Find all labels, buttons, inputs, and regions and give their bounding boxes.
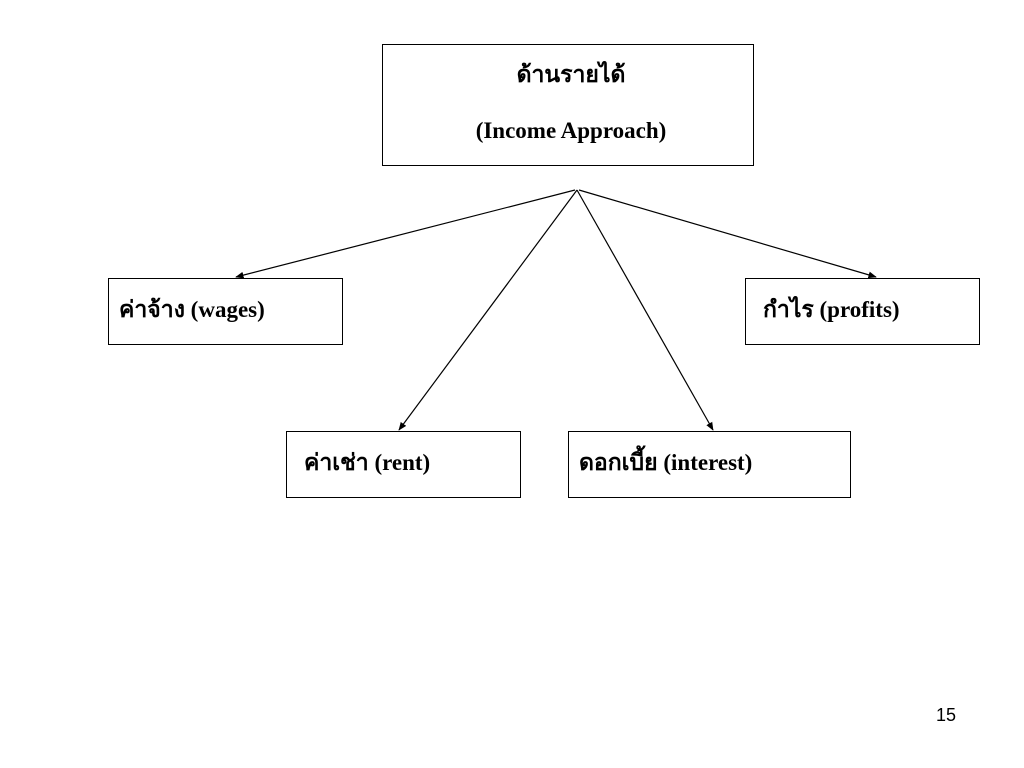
arrow-to-wages	[235, 189, 576, 279]
rent-label: ค่าเช่า (rent)	[304, 450, 431, 475]
root-title-thai: ด้านรายได้	[516, 62, 626, 87]
wages-box: ค่าจ้าง (wages)	[108, 278, 343, 345]
arrow-to-interest	[576, 189, 714, 431]
root-title-english: (Income Approach)	[475, 118, 667, 143]
income-approach-root-box: ด้านรายได้ (Income Approach)	[382, 44, 754, 166]
profits-label: กำไร (profits)	[763, 297, 900, 322]
interest-label: ดอกเบี้ย (interest)	[579, 450, 753, 475]
interest-box: ดอกเบี้ย (interest)	[568, 431, 851, 498]
arrow-to-rent	[398, 189, 578, 431]
page-number: 15	[936, 705, 957, 725]
profits-box: กำไร (profits)	[745, 278, 980, 345]
wages-label: ค่าจ้าง (wages)	[119, 297, 265, 322]
rent-box: ค่าเช่า (rent)	[286, 431, 521, 498]
arrow-to-profits	[578, 189, 877, 279]
